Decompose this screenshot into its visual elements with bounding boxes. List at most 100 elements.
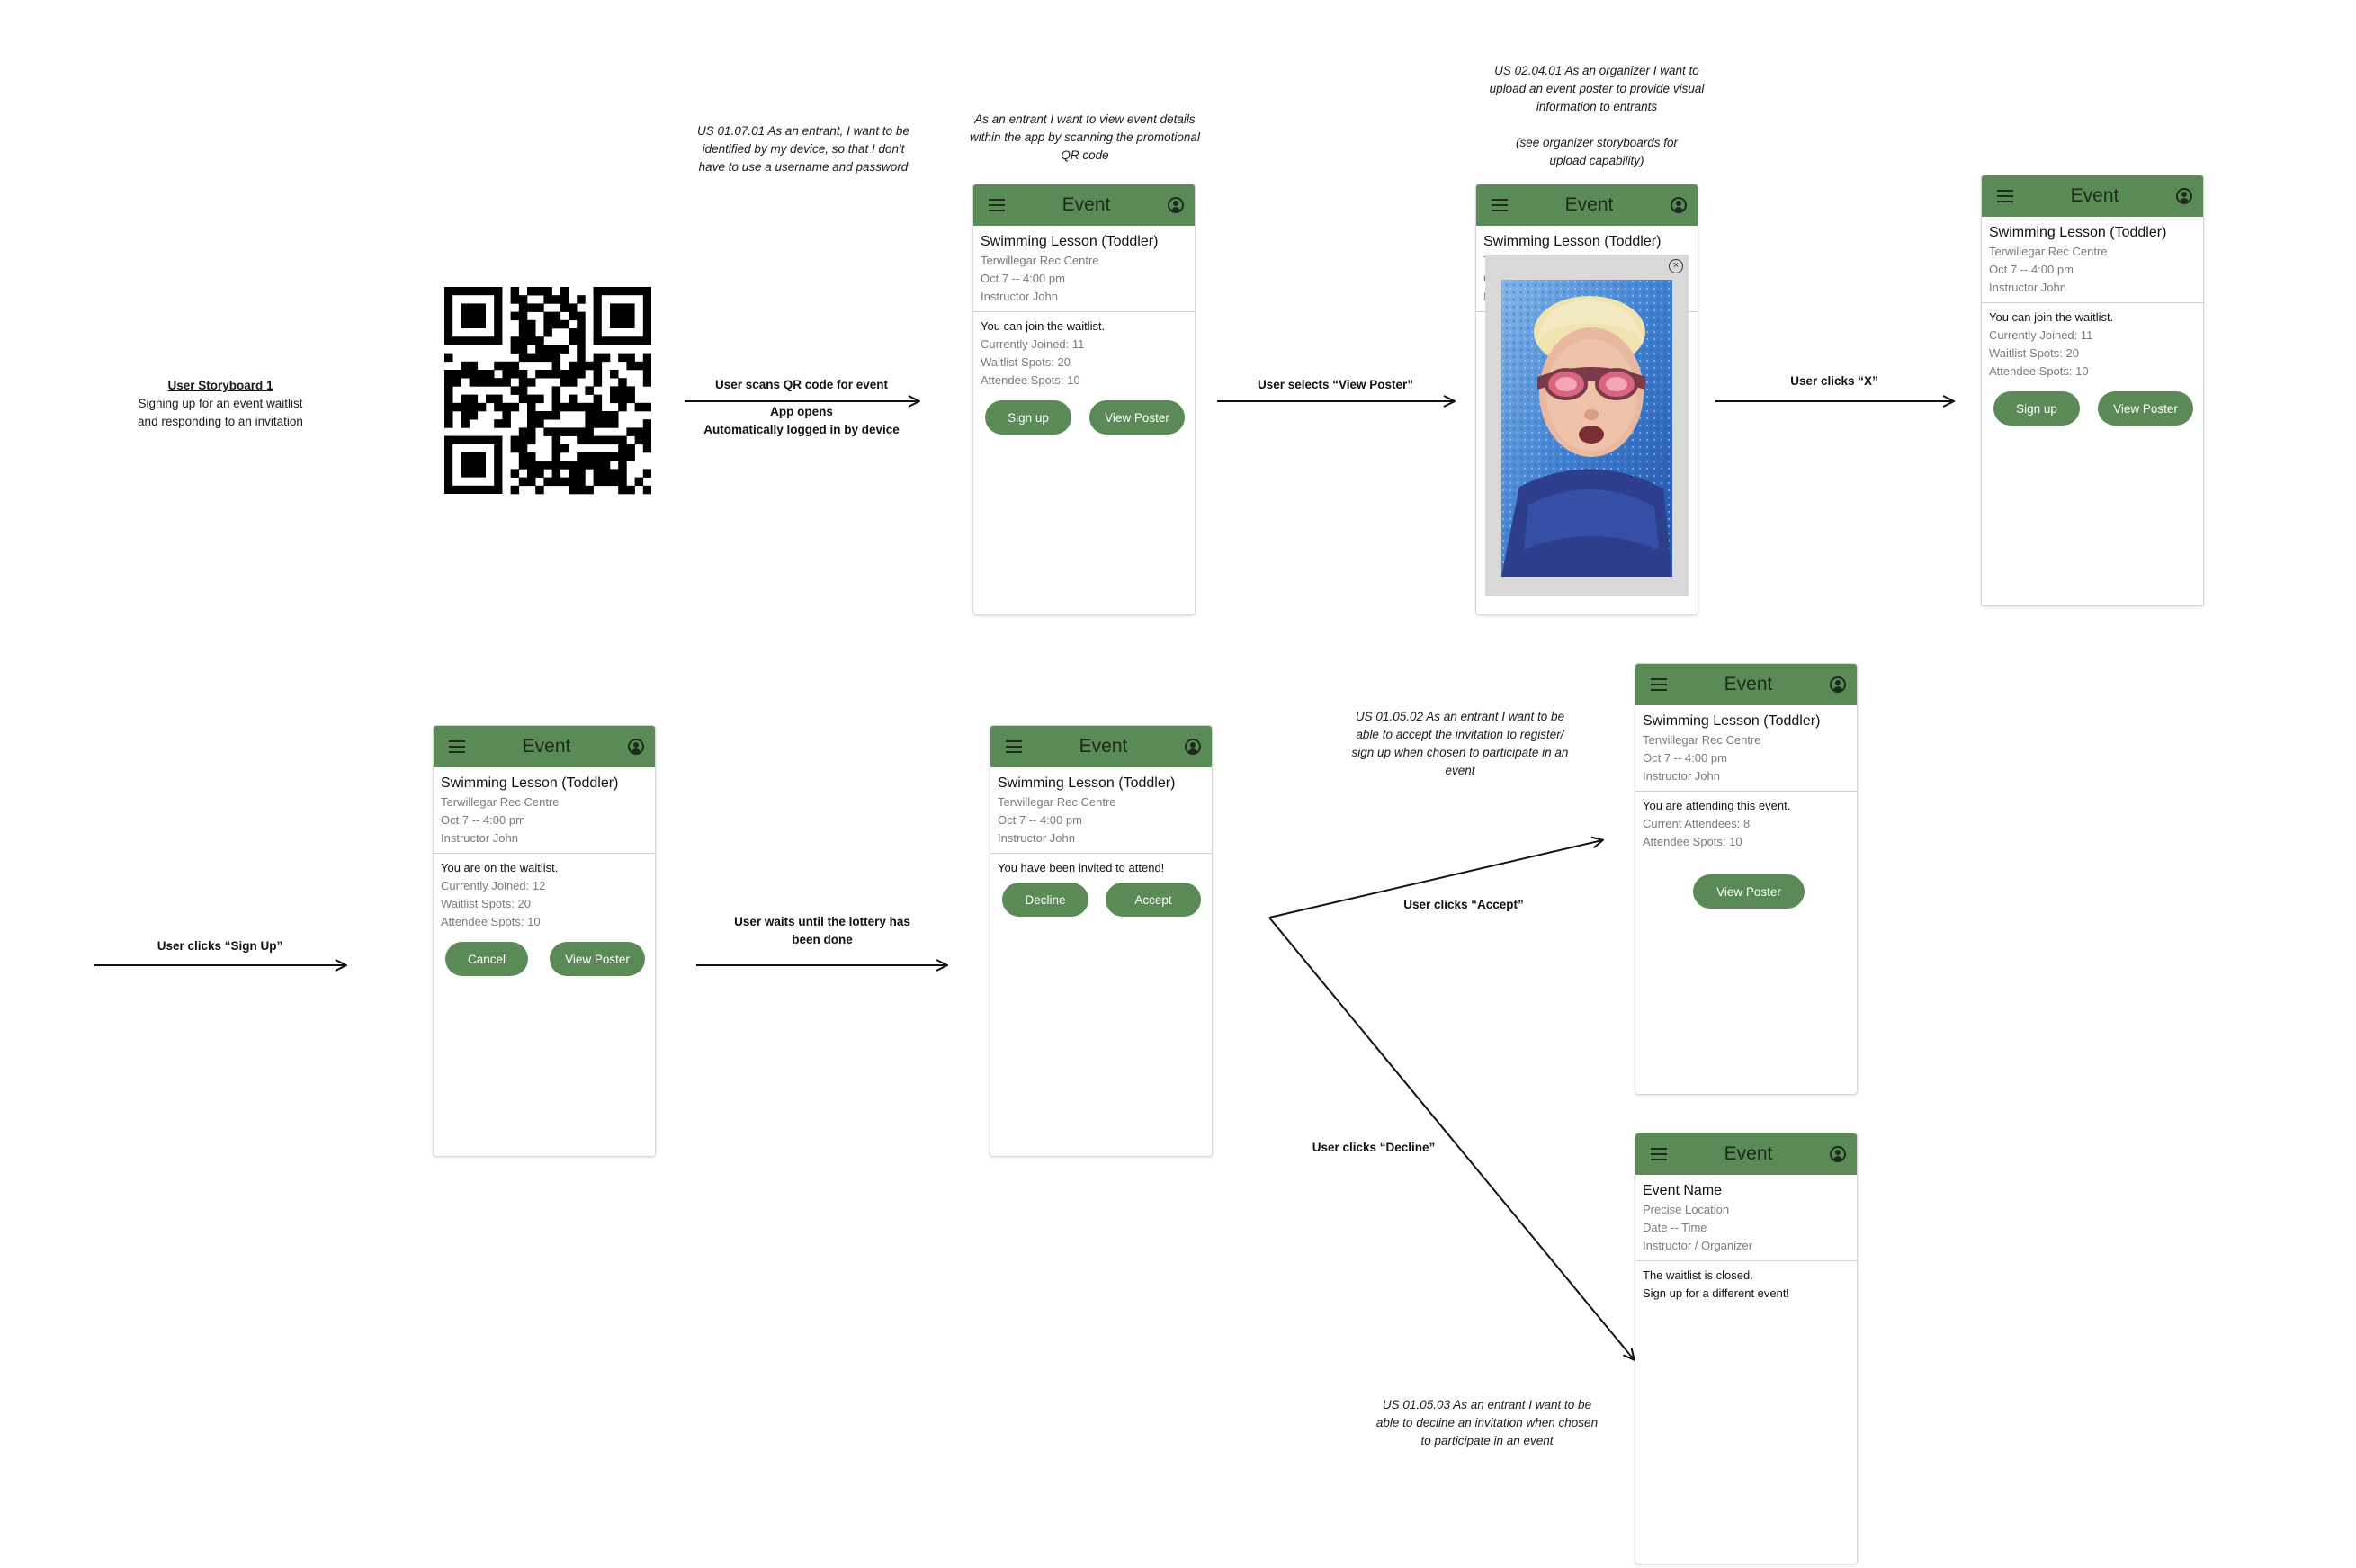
status-text: The waitlist is closed. [1643, 1268, 1753, 1282]
account-icon[interactable] [2175, 188, 2192, 204]
app-title: Event [1062, 194, 1111, 215]
currently-joined: Currently Joined: 12 [441, 879, 546, 892]
event-name: Swimming Lesson (Toddler) [981, 234, 1159, 249]
app-bar: Event [434, 726, 655, 767]
app-title: Event [1564, 194, 1614, 215]
label-app-opens-line: App opens [770, 405, 833, 418]
waitlist-spots: Waitlist Spots: 20 [1989, 346, 2079, 360]
event-instructor: Instructor John [1643, 769, 1720, 783]
event-instructor: Instructor John [981, 290, 1058, 303]
account-icon[interactable] [1829, 1146, 1846, 1162]
event-location: Terwillegar Rec Centre [981, 254, 1099, 267]
event-name: Swimming Lesson (Toddler) [998, 775, 1176, 791]
note-us-010701: US 01.07.01 As an entrant, I want to be … [697, 124, 909, 174]
status-text: You are attending this event. [1643, 799, 1791, 812]
label-auto-login-line: Automatically logged in by device [703, 423, 900, 436]
phone-event-poster: Event Swimming Lesson (Toddler) Terwille… [1475, 184, 1698, 615]
sign-up-button[interactable]: Sign up [1993, 391, 2080, 426]
arrow-decline [1268, 917, 1634, 1359]
menu-icon[interactable] [1651, 678, 1667, 691]
phone-event-join-after-close: Event Swimming Lesson (Toddler) Terwille… [1981, 175, 2204, 606]
event-instructor: Instructor John [998, 831, 1075, 845]
event-status: You can join the waitlist. Currently Joi… [973, 312, 1195, 395]
account-icon[interactable] [627, 739, 644, 755]
event-location: Terwillegar Rec Centre [441, 795, 560, 809]
attendee-spots: Attendee Spots: 10 [981, 373, 1080, 387]
view-poster-button[interactable]: View Poster [2098, 391, 2193, 426]
storyboard-title: User Storyboard 1 [167, 379, 273, 392]
event-info: Swimming Lesson (Toddler) Terwillegar Re… [973, 226, 1195, 312]
label-sign-up: User clicks “Sign Up” [157, 939, 283, 953]
view-poster-button[interactable]: View Poster [1693, 874, 1805, 909]
attendee-spots: Attendee Spots: 10 [1643, 835, 1742, 848]
event-info: Swimming Lesson (Toddler) Terwillegar Re… [990, 767, 1212, 854]
view-poster-button[interactable]: View Poster [1089, 400, 1185, 435]
note-us-010503: US 01.05.03 As an entrant I want to be a… [1375, 1398, 1599, 1447]
event-info: Event Name Precise Location Date -- Time… [1635, 1175, 1857, 1261]
view-poster-button[interactable]: View Poster [550, 942, 645, 976]
event-location: Terwillegar Rec Centre [1989, 245, 2108, 258]
event-status: You are attending this event. Current At… [1635, 792, 1857, 856]
label-click-x: User clicks “X” [1790, 374, 1878, 388]
app-bar: Event [973, 184, 1195, 226]
event-instructor: Instructor John [1989, 281, 2066, 294]
arrow-accept [1268, 840, 1602, 918]
event-datetime: Oct 7 -- 4:00 pm [1643, 751, 1727, 765]
storyboard-subtitle: Signing up for an event waitlist and res… [138, 397, 303, 428]
sign-up-button[interactable]: Sign up [985, 400, 1071, 435]
event-status: You are on the waitlist. Currently Joine… [434, 854, 655, 936]
event-instructor: Instructor John [441, 831, 518, 845]
event-status: The waitlist is closed. Sign up for a di… [1635, 1261, 1857, 1308]
event-name: Swimming Lesson (Toddler) [1483, 234, 1662, 249]
status-text: You have been invited to attend! [998, 861, 1165, 874]
event-status: You can join the waitlist. Currently Joi… [1982, 303, 2203, 386]
event-datetime: Oct 7 -- 4:00 pm [1989, 263, 2074, 276]
menu-icon[interactable] [1006, 740, 1022, 753]
account-icon[interactable] [1184, 739, 1201, 755]
status-text: You can join the waitlist. [981, 319, 1106, 333]
event-info: Swimming Lesson (Toddler) Terwillegar Re… [1982, 217, 2203, 303]
app-title: Event [522, 736, 571, 757]
app-bar: Event [990, 726, 1212, 767]
label-app-opens: App opens Automatically logged in by dev… [685, 403, 918, 439]
app-bar: Event [1982, 175, 2203, 217]
event-datetime: Date -- Time [1643, 1221, 1707, 1234]
label-decline: User clicks “Decline” [1312, 1141, 1436, 1154]
account-icon[interactable] [1829, 676, 1846, 693]
label-lottery: User waits until the lottery has been do… [734, 915, 910, 946]
account-icon[interactable] [1167, 197, 1184, 213]
app-title: Event [1724, 1143, 1773, 1164]
event-name: Swimming Lesson (Toddler) [1643, 713, 1821, 729]
label-scan: User scans QR code for event [714, 378, 889, 391]
app-bar: Event [1635, 664, 1857, 705]
event-datetime: Oct 7 -- 4:00 pm [981, 272, 1065, 285]
event-name: Swimming Lesson (Toddler) [1989, 225, 2167, 240]
menu-icon[interactable] [1651, 1148, 1667, 1160]
current-attendees: Current Attendees: 8 [1643, 817, 1751, 830]
close-icon[interactable]: × [1669, 259, 1683, 273]
status-subtext: Sign up for a different event! [1643, 1286, 1790, 1300]
account-icon[interactable] [1670, 197, 1687, 213]
cancel-button[interactable]: Cancel [445, 942, 528, 976]
waitlist-spots: Waitlist Spots: 20 [981, 355, 1071, 369]
app-title: Event [1724, 674, 1773, 694]
status-text: You are on the waitlist. [441, 861, 559, 874]
app-title: Event [2070, 185, 2119, 206]
attendee-spots: Attendee Spots: 10 [1989, 364, 2089, 378]
attendee-spots: Attendee Spots: 10 [441, 915, 541, 928]
app-bar: Event [1476, 184, 1698, 226]
decline-button[interactable]: Decline [1002, 883, 1088, 917]
event-location: Precise Location [1643, 1203, 1730, 1216]
event-instructor: Instructor / Organizer [1643, 1239, 1753, 1252]
phone-event-join: Event Swimming Lesson (Toddler) Terwille… [972, 184, 1196, 615]
label-view-poster: User selects “View Poster” [1257, 378, 1414, 391]
accept-button[interactable]: Accept [1106, 883, 1201, 917]
note-us-020401-main: US 02.04.01 As an organizer I want to up… [1489, 64, 1705, 113]
status-text: You can join the waitlist. [1989, 310, 2114, 324]
menu-icon[interactable] [1997, 190, 2013, 202]
menu-icon[interactable] [989, 199, 1005, 211]
menu-icon[interactable] [1492, 199, 1508, 211]
menu-icon[interactable] [449, 740, 465, 753]
note-us-020401-see: (see organizer storyboards for upload ca… [1515, 136, 1679, 167]
